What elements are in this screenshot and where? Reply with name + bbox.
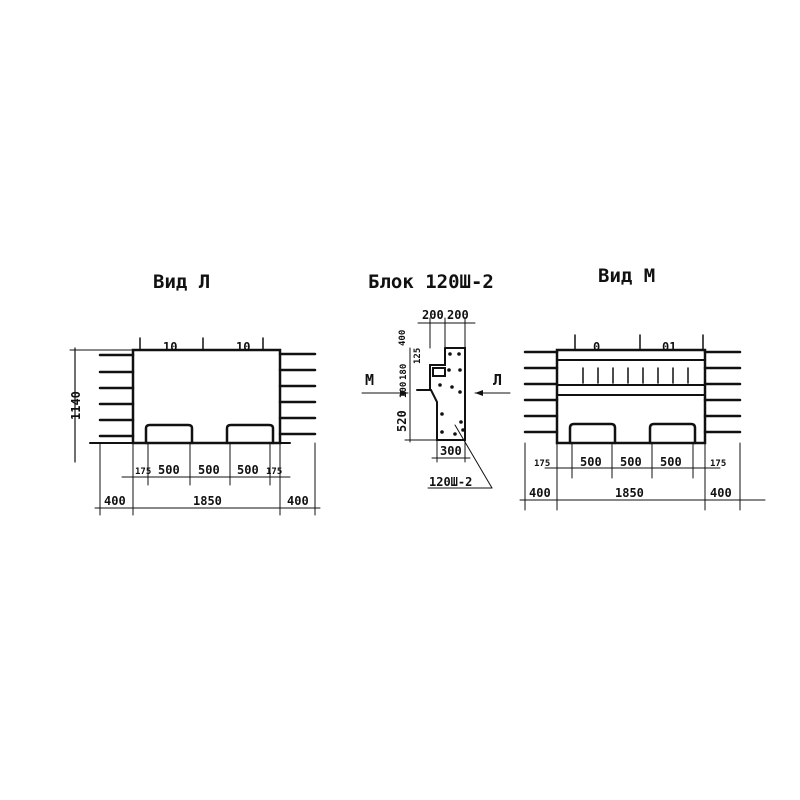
inner-lines: [556, 359, 706, 396]
dim: 125: [413, 348, 423, 364]
dim: 175: [266, 467, 282, 477]
dim: 180: [399, 364, 409, 380]
top-mark: 10: [236, 340, 250, 354]
dim: 300: [440, 444, 462, 458]
dim: 200: [447, 308, 469, 322]
rebar-dots: [438, 352, 465, 436]
rebar-sides: [523, 350, 742, 434]
view-m: Вид М 0 01 175 500 5: [519, 265, 766, 511]
section-outline: [416, 347, 466, 441]
dim: 500: [198, 463, 220, 477]
view-l-title: Вид Л: [153, 271, 210, 293]
dim: 500: [237, 463, 259, 477]
rebar-right: [278, 352, 317, 436]
section-outline-upper: [429, 347, 446, 391]
dim: 1850: [615, 486, 644, 500]
dim: 400: [104, 494, 126, 508]
section-block: Блок 120Ш-2 200 200 400 125 180 1: [361, 271, 511, 489]
lifting-loop: [144, 423, 194, 445]
dim: 500: [158, 463, 180, 477]
view-m-title: Вид М: [598, 265, 655, 287]
top-mark: 0: [593, 340, 600, 354]
lifting-loop: [568, 422, 617, 445]
dimension-lines: [94, 442, 321, 516]
callout-label: 120Ш-2: [429, 475, 472, 489]
dim: 400: [710, 486, 732, 500]
block-outline: [131, 348, 282, 445]
block-outline: [555, 348, 707, 445]
top-tick-marks: [139, 337, 264, 351]
arrow-label-m: М: [365, 371, 374, 389]
lifting-loop: [225, 423, 275, 445]
arrow-right-icon: [400, 390, 408, 396]
arrow-label-l: Л: [493, 371, 502, 389]
dim: 200: [422, 308, 444, 322]
dim: 520: [395, 410, 409, 432]
rebar-left: [98, 353, 135, 438]
lifting-loop: [648, 422, 697, 445]
view-l: Вид Л 10 10 1140 175: [69, 271, 321, 516]
tick-marks: [574, 334, 704, 384]
dim: 1850: [193, 494, 222, 508]
dim: 500: [580, 455, 602, 469]
dim: 175: [135, 467, 151, 477]
section-recess: [432, 367, 446, 377]
dim: 175: [710, 459, 726, 469]
dim: 100: [399, 382, 409, 398]
dim: 400: [287, 494, 309, 508]
arrow-left-icon: [475, 390, 483, 396]
height-dim: 1140: [69, 391, 83, 420]
dim: 500: [620, 455, 642, 469]
top-mark: 01: [662, 340, 676, 354]
dim: 500: [660, 455, 682, 469]
dim: 400: [529, 486, 551, 500]
top-mark: 10: [163, 340, 177, 354]
dim: 400: [398, 330, 408, 346]
dim: 175: [534, 459, 550, 469]
section-title: Блок 120Ш-2: [368, 271, 494, 293]
dimension-lines: [519, 442, 766, 511]
